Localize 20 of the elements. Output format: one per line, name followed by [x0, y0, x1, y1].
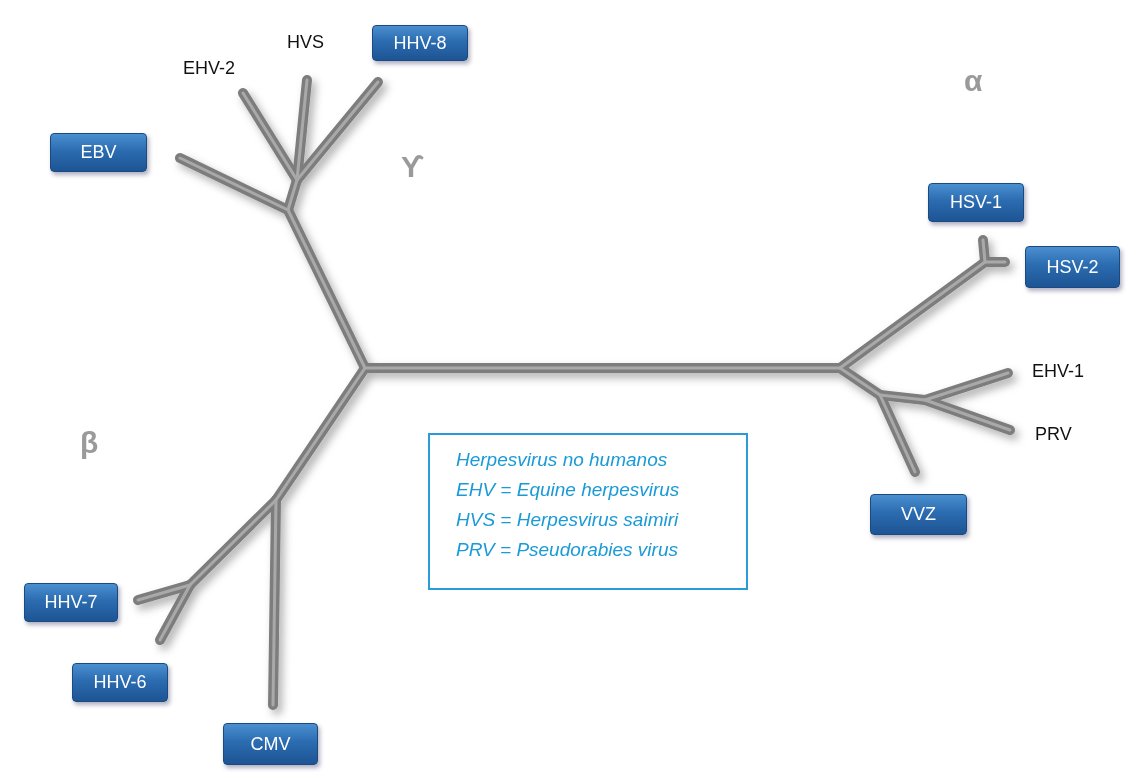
virus-label-box: HHV-7: [24, 583, 118, 622]
virus-label: EHV-2: [183, 59, 236, 77]
note-text: HVS = Herpesvirus saimiri: [456, 508, 680, 532]
virus-label-box: HSV-1: [928, 183, 1024, 222]
virus-label-box: HSV-2: [1025, 246, 1120, 288]
virus-label-box: VVZ: [870, 494, 967, 535]
subfamily-label: α: [964, 66, 983, 96]
virus-label-box: HHV-6: [72, 663, 168, 702]
note-text: PRV = Pseudorabies virus: [456, 538, 679, 562]
virus-label-box: CMV: [223, 723, 318, 765]
note-box: [428, 433, 748, 590]
subfamily-label: ϒ: [401, 152, 425, 182]
note-text: EHV = Equine herpesvirus: [456, 478, 681, 502]
subfamily-label: β: [80, 428, 99, 458]
virus-label-box: EBV: [50, 133, 147, 172]
virus-label-box: HHV-8: [372, 25, 468, 61]
virus-label: HVS: [287, 33, 324, 51]
virus-label: PRV: [1035, 425, 1072, 443]
note-text: Herpesvirus no humanos: [456, 448, 669, 472]
virus-label: EHV-1: [1032, 362, 1085, 380]
